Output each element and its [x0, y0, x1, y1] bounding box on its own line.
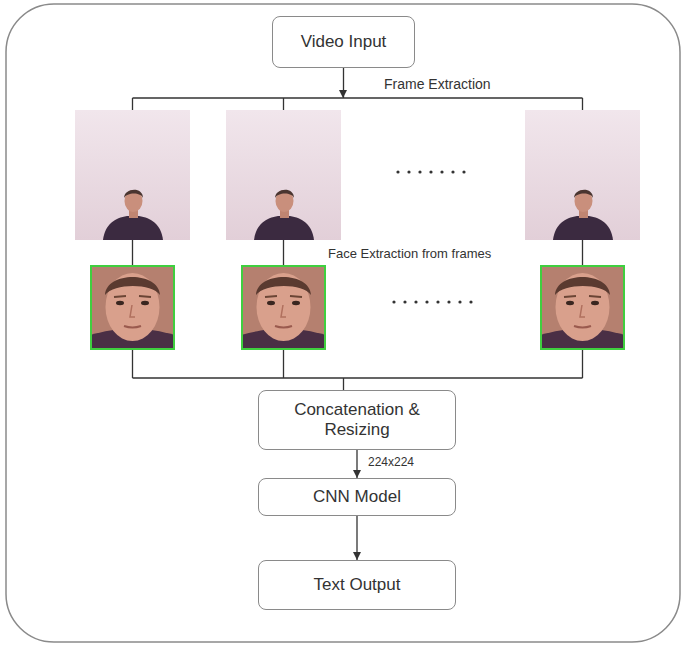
- box-label: Text Output: [314, 575, 401, 595]
- box-label: CNN Model: [313, 487, 401, 507]
- dot: [392, 300, 395, 303]
- face-crop: [241, 265, 326, 350]
- dot: [440, 170, 443, 173]
- box-label: Video Input: [301, 32, 387, 52]
- process-box: Concatenation & Resizing: [258, 390, 456, 450]
- face-crop: [540, 265, 625, 350]
- dot: [429, 170, 432, 173]
- face-crop: [90, 265, 175, 350]
- dot: [447, 300, 450, 303]
- connector-arrow: [356, 450, 357, 478]
- outer-frame: [6, 4, 680, 642]
- dot: [436, 300, 439, 303]
- dot: [418, 170, 421, 173]
- video-frame: [226, 110, 341, 240]
- box-label: Concatenation & Resizing: [267, 400, 447, 441]
- dot: [451, 170, 454, 173]
- dot: [469, 300, 472, 303]
- edge-label: 224x224: [366, 455, 416, 469]
- process-box: Text Output: [258, 560, 456, 610]
- connector-arrow: [356, 516, 357, 560]
- process-box: CNN Model: [258, 478, 456, 516]
- dot: [425, 300, 428, 303]
- process-box: Video Input: [272, 16, 415, 68]
- dot: [414, 300, 417, 303]
- dot: [396, 170, 399, 173]
- step-label: Face Extraction from frames: [326, 246, 493, 262]
- dot: [458, 300, 461, 303]
- dot: [462, 170, 465, 173]
- video-frame: [75, 110, 190, 240]
- dot: [407, 170, 410, 173]
- video-frame: [525, 110, 640, 240]
- connector-arrow: [133, 68, 583, 390]
- dot: [403, 300, 406, 303]
- edge-label: Frame Extraction: [382, 76, 493, 93]
- ellipsis-dots: [392, 170, 472, 303]
